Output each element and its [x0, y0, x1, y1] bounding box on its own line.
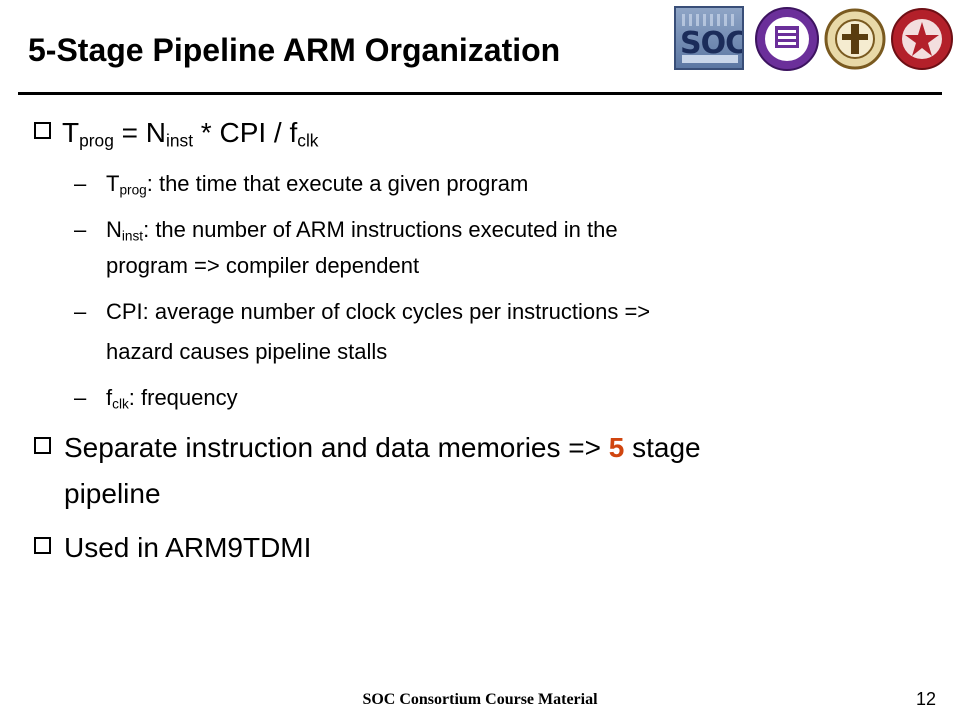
- title-underline: [18, 92, 942, 95]
- dash-bullet: –: [74, 171, 87, 196]
- university-seal-purple: [755, 7, 819, 71]
- sub-bullet-ninst-cont: program => compiler dependent: [106, 253, 420, 278]
- soc-logo: SOC: [674, 6, 744, 70]
- soc-logo-pattern: [682, 14, 738, 26]
- bullet-formula: Tprog = Ninst * CPI / fclk: [62, 117, 319, 151]
- square-bullet-icon: [34, 437, 56, 459]
- footer-text: SOC Consortium Course Material: [362, 691, 598, 708]
- sub-bullet-tprog: Tprog: the time that execute a given pro…: [106, 171, 529, 198]
- sub-bullet-cpi-cont: hazard causes pipeline stalls: [106, 339, 388, 364]
- dash-bullet: –: [74, 217, 87, 242]
- bullet-memories: Separate instruction and data memories =…: [64, 432, 701, 463]
- slide-title: 5-Stage Pipeline ARM Organization: [28, 32, 561, 68]
- bullet-memories-cont: pipeline: [64, 478, 161, 509]
- highlight-number: 5: [608, 432, 625, 463]
- sub-bullet-ninst: Ninst: the number of ARM instructions ex…: [106, 217, 618, 244]
- square-bullet-icon: [34, 122, 56, 144]
- dash-bullet: –: [74, 385, 87, 410]
- dash-bullet: –: [74, 299, 87, 324]
- square-bullet-icon: [34, 537, 56, 559]
- university-seal-gold: [824, 8, 886, 70]
- soc-logo-strip: [682, 55, 738, 63]
- page-number: 12: [915, 689, 936, 709]
- university-seal-red: [891, 8, 953, 70]
- sub-bullet-cpi: CPI: average number of clock cycles per …: [106, 299, 651, 324]
- sub-bullet-fclk: fclk: frequency: [106, 385, 238, 412]
- bullet-arm9tdmi: Used in ARM9TDMI: [64, 532, 312, 563]
